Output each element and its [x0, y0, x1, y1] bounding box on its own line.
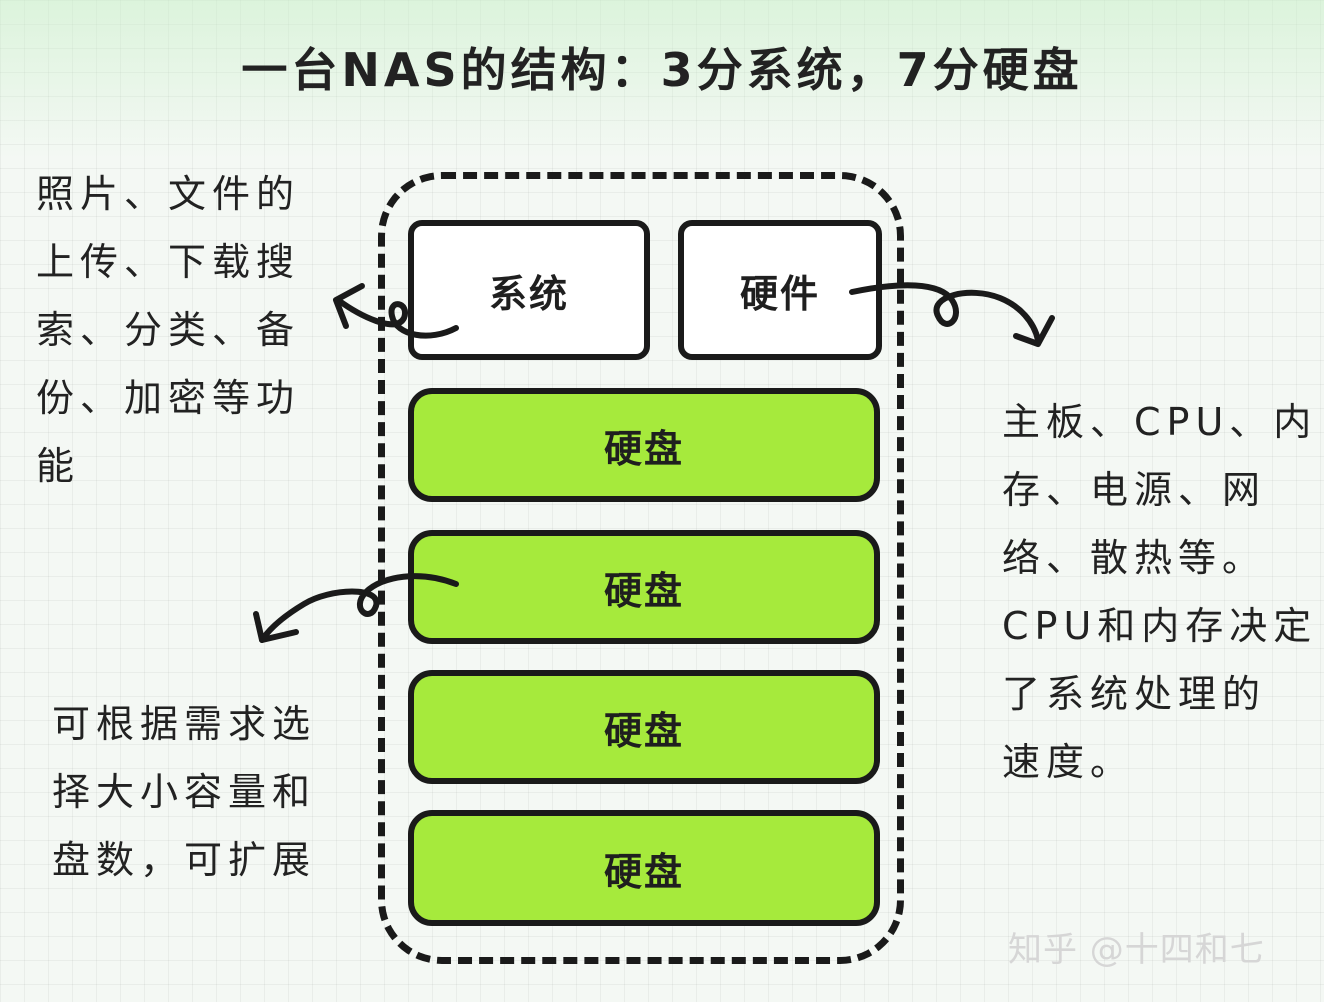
system-note-line: 索、分类、备 [36, 308, 301, 352]
disk-box: 硬盘 [408, 388, 880, 502]
disk-note: 可根据需求选 择大小容量和 盘数，可扩展 [52, 690, 316, 894]
disk-box-label: 硬盘 [603, 849, 684, 894]
page-title: 一台NAS的结构：3分系统，7分硬盘 [241, 43, 1083, 97]
disk-note-line: 盘数，可扩展 [52, 838, 317, 882]
system-note-line: 上传、下载搜 [36, 240, 301, 284]
disk-box: 硬盘 [408, 810, 880, 926]
watermark: 知乎 @十四和七 [1008, 930, 1265, 970]
hardware-note: 主板、CPU、内 存、电源、网 络、散热等。 CPU和内存决定 了系统处理的 速… [1002, 388, 1317, 796]
system-note-line: 能 [36, 444, 81, 488]
hardware-note-line: 络、散热等。 [1002, 536, 1267, 580]
system-note: 照片、文件的 上传、下载搜 索、分类、备 份、加密等功 能 [36, 160, 300, 500]
disk-arrowhead [253, 611, 299, 643]
disk-box-label: 硬盘 [603, 708, 684, 753]
disk-arrow [259, 573, 459, 643]
nas-outline [378, 172, 904, 964]
system-box: 系统 [408, 220, 650, 360]
system-arrow [335, 297, 459, 339]
disk-note-line: 择大小容量和 [52, 770, 317, 814]
disk-note-line: 可根据需求选 [52, 702, 317, 746]
system-box-label: 系统 [488, 271, 569, 316]
hardware-note-line: 速度。 [1002, 740, 1135, 784]
disk-box: 硬盘 [408, 530, 880, 644]
disk-box-label: 硬盘 [603, 426, 684, 471]
hardware-box-label: 硬件 [739, 271, 820, 316]
hardware-note-line: 了系统处理的 [1002, 672, 1267, 716]
system-note-line: 照片、文件的 [36, 172, 301, 216]
hardware-note-line: CPU和内存决定 [1002, 604, 1318, 648]
hardware-note-line: 存、电源、网 [1002, 468, 1267, 512]
hardware-arrow [849, 282, 1041, 343]
hardware-note-line: 主板、CPU、内 [1002, 400, 1318, 444]
system-note-line: 份、加密等功 [36, 376, 301, 420]
disk-box-label: 硬盘 [603, 568, 684, 613]
disk-box: 硬盘 [408, 670, 880, 784]
hardware-arrowhead [1013, 315, 1055, 347]
system-arrowhead [333, 283, 365, 329]
